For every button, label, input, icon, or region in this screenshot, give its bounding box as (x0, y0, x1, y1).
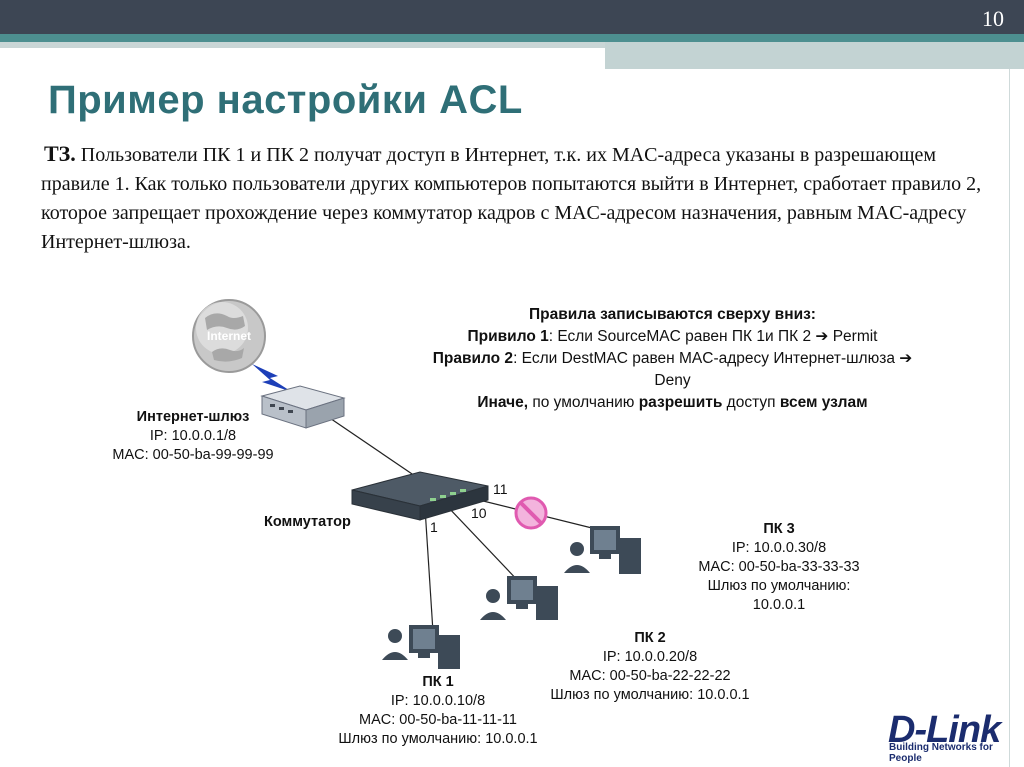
pc2-label: ПК 2 IP: 10.0.0.20/8 MAC: 00-50-ba-22-22… (530, 629, 770, 705)
pc1-computer-icon (382, 625, 460, 669)
switch-label: Коммутатор (264, 514, 351, 530)
gateway-name: Интернет-шлюз (88, 408, 298, 427)
pc3-name: ПК 3 (664, 520, 894, 539)
pc2-mac: MAC: 00-50-ba-22-22-22 (530, 667, 770, 686)
deny-icon (516, 498, 546, 528)
port-11-label: 11 (493, 481, 508, 497)
pc1-label: ПК 1 IP: 10.0.0.10/8 MAC: 00-50-ba-11-11… (318, 673, 558, 749)
pc1-gateway: Шлюз по умолчанию: 10.0.0.1 (318, 730, 558, 749)
pc3-label: ПК 3 IP: 10.0.0.30/8 MAC: 00-50-ba-33-33… (664, 520, 894, 615)
gateway-label: Интернет-шлюз IP: 10.0.0.1/8 MAC: 00-50-… (88, 408, 298, 465)
pc3-gateway: Шлюз по умолчанию: (664, 577, 894, 596)
pc1-mac: MAC: 00-50-ba-11-11-11 (318, 711, 558, 730)
pc3-gateway-value: 10.0.0.1 (664, 596, 894, 615)
pc2-ip: IP: 10.0.0.20/8 (530, 648, 770, 667)
pc2-name: ПК 2 (530, 629, 770, 648)
pc1-ip: IP: 10.0.0.10/8 (318, 692, 558, 711)
pc3-mac: MAC: 00-50-ba-33-33-33 (664, 558, 894, 577)
gateway-ip: IP: 10.0.0.1/8 (88, 427, 298, 446)
gateway-mac: MAC: 00-50-ba-99-99-99 (88, 446, 298, 465)
pc2-gateway: Шлюз по умолчанию: 10.0.0.1 (530, 686, 770, 705)
internet-label: Internet (202, 329, 256, 343)
port-10-label: 10 (471, 505, 487, 521)
port-1-label: 1 (430, 519, 438, 535)
lightning-icon (252, 364, 292, 392)
link-gateway-switch (318, 410, 418, 478)
pc2-computer-icon (480, 576, 558, 620)
pc1-name: ПК 1 (318, 673, 558, 692)
pc3-computer-icon (564, 526, 641, 574)
switch-icon (352, 472, 488, 520)
pc3-ip: IP: 10.0.0.30/8 (664, 539, 894, 558)
dlink-tagline: Building Networks for People (889, 742, 1024, 764)
